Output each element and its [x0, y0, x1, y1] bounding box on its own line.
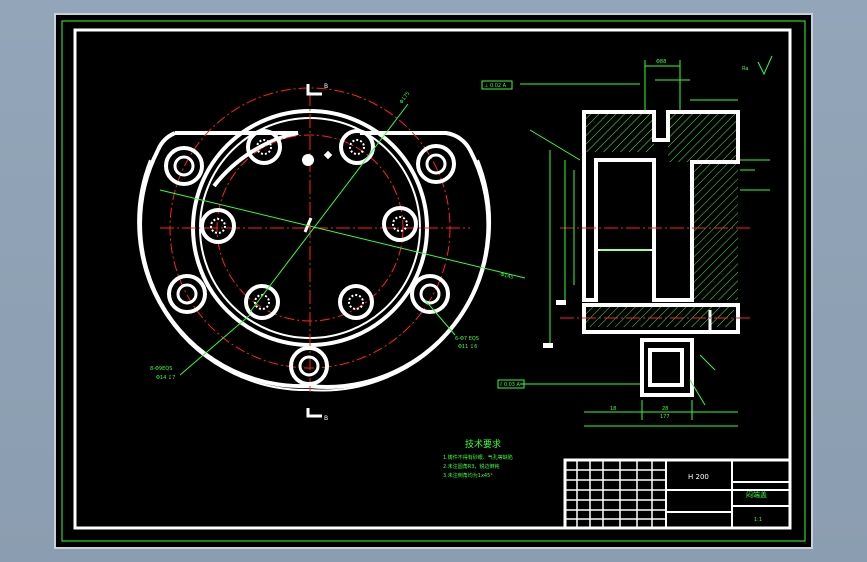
tolerance-frame-top	[481, 80, 513, 90]
section-outline-top	[582, 110, 740, 302]
pin-hole	[302, 154, 314, 166]
hatch-region	[668, 112, 738, 162]
tolerance-text-top: ⊥ 0.02 A	[484, 83, 507, 89]
bolt-hole-outer	[289, 346, 329, 386]
tolerance-text-bottom: ⫽ 0.03 A	[499, 382, 521, 388]
hole-callout-left: 8-Φ9EQS	[150, 366, 172, 372]
hole-callout-leader-right	[424, 299, 456, 336]
dim-text-bottom-total: 177	[660, 414, 670, 420]
bolt-hole-outer	[173, 155, 195, 177]
front-view: B B Φ175 Φ145 8-Φ9EQS Φ14 ↧7 6-Φ7 EQS Φ1…	[137, 83, 526, 422]
section-arrow-bottom	[306, 408, 322, 418]
tolerance-frame-bottom	[497, 379, 525, 389]
hole-callout-right: 6-Φ7 EQS	[455, 336, 479, 342]
hatch-region	[584, 112, 654, 152]
title-block-grid	[565, 460, 666, 528]
bolt-hole-inner	[254, 294, 270, 310]
radius-leader-line	[249, 103, 409, 313]
bolt-hole-outer	[416, 144, 456, 184]
hole-callout-left-sub: Φ14 ↧7	[156, 375, 175, 381]
leader-line	[689, 379, 706, 406]
section-outline-boss-inner	[648, 348, 684, 387]
bolt-hole-inner	[244, 284, 280, 320]
bolt-hole-inner	[256, 139, 272, 155]
pcd-label-right: Φ145	[500, 272, 514, 281]
bolt-hole-outer	[298, 355, 320, 377]
technical-requirements: 技术要求 1.铸件不得有砂眼、气孔等缺陷 2.未注圆角R3，锐边倒钝 3.未注倒…	[443, 438, 513, 479]
hole-callout-right-sub: Φ11 ↧6	[458, 344, 477, 350]
bolt-hole-inner	[210, 218, 226, 234]
bolt-hole-inner	[338, 284, 374, 320]
hatch-region	[692, 162, 738, 300]
bolt-hole-outer	[419, 283, 441, 305]
outer-frame	[61, 20, 806, 542]
leader-line	[529, 129, 581, 161]
bolt-hole-inner	[339, 129, 375, 165]
inner-border	[73, 28, 792, 530]
section-arrow-top	[306, 84, 322, 96]
tech-requirement-line: 3.未注倒角均为1x45°	[443, 472, 493, 479]
bolt-hole-outer	[410, 274, 450, 314]
part-code: H 200	[688, 473, 709, 481]
bolt-hole-inner	[200, 208, 236, 244]
leader-line	[699, 354, 716, 371]
dim-text-bottom-right: 28	[662, 406, 668, 412]
bolt-hole-inner	[382, 206, 418, 242]
section-outline-boss	[640, 338, 694, 397]
bolt-hole-inner	[348, 294, 364, 310]
section-outline-shaft	[582, 303, 740, 334]
title-block-frame	[563, 458, 792, 530]
flange-outline	[138, 131, 491, 389]
hatch-region	[584, 305, 734, 327]
roughness-label: Ra	[742, 66, 748, 72]
flange-outer-edge	[137, 159, 492, 392]
bolt-hole-inner	[349, 139, 365, 155]
roughness-symbol	[757, 55, 773, 76]
tech-requirement-line: 1.铸件不得有砂眼、气孔等缺陷	[443, 454, 513, 461]
dim-text-bottom-left: 18	[610, 406, 616, 412]
diameter-dimension-line	[159, 189, 526, 279]
bolt-hole-outer	[164, 146, 204, 186]
hole-callout-leader-left	[179, 314, 251, 376]
bolt-hole-inner	[246, 129, 282, 165]
part-name: 闷端盖	[746, 490, 767, 499]
section-label-bottom: B	[324, 415, 328, 422]
bolt-hole-inner	[392, 216, 408, 232]
tech-requirements-title: 技术要求	[465, 438, 501, 450]
sheet-scale: 1:1	[754, 517, 762, 523]
locating-mark	[323, 150, 333, 160]
datum-marker	[543, 343, 553, 348]
bolt-hole-outer	[425, 153, 447, 175]
dim-text-top: Φ88	[656, 59, 666, 65]
bolt-hole-outer	[176, 283, 198, 305]
section-label-top: B	[324, 83, 328, 90]
title-block: H 200 闷端盖 1:1	[563, 458, 792, 530]
datum-marker	[556, 300, 566, 305]
center-mark	[303, 217, 313, 233]
tech-requirement-line: 2.未注圆角R3，锐边倒钝	[443, 463, 499, 470]
bolt-hole-outer	[167, 274, 207, 314]
section-view: ⊥ 0.02 A ⫽ 0.03 A 177 18 28 Φ88 Ra	[481, 55, 773, 427]
